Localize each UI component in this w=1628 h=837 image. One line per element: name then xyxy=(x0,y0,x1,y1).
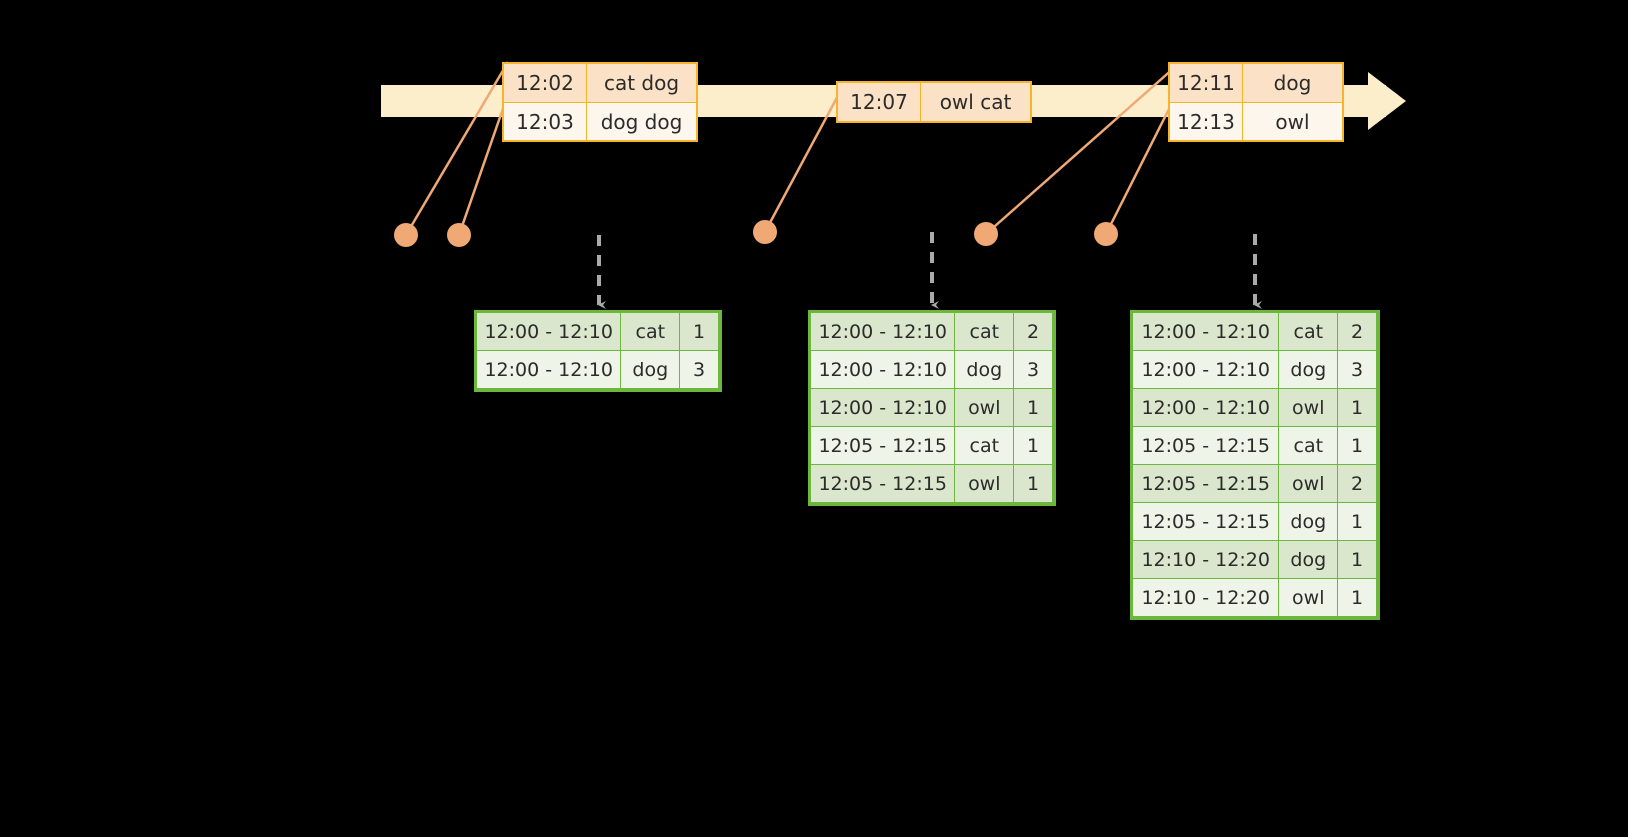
cell-key: dog xyxy=(1278,540,1339,579)
connector-5-line xyxy=(1104,102,1174,235)
event-value: owl cat xyxy=(921,83,1030,121)
event-value: owl xyxy=(1243,103,1342,140)
event-time: 12:07 xyxy=(838,83,921,121)
event-row: 12:02 cat dog xyxy=(504,64,696,102)
connector-4-dot xyxy=(974,222,998,246)
cell-count: 1 xyxy=(1337,540,1377,579)
cell-window: 12:05 - 12:15 xyxy=(1132,502,1280,541)
cell-key: owl xyxy=(1278,464,1339,503)
event-box-3: 12:11 dog 12:13 owl xyxy=(1168,62,1344,142)
event-value: dog dog xyxy=(587,103,696,140)
connector-3-dot xyxy=(753,220,777,244)
cell-key: cat xyxy=(1278,426,1339,465)
cell-window: 12:10 - 12:20 xyxy=(1132,578,1280,617)
cell-key: cat xyxy=(1278,312,1339,351)
cell-window: 12:00 - 12:10 xyxy=(476,350,622,389)
connector-2-dot xyxy=(447,223,471,247)
cell-window: 12:00 - 12:10 xyxy=(810,388,956,427)
event-time: 12:11 xyxy=(1170,64,1243,102)
cell-window: 12:00 - 12:10 xyxy=(1132,312,1280,351)
cell-count: 2 xyxy=(1337,464,1377,503)
cell-count: 1 xyxy=(1337,388,1377,427)
cell-count: 1 xyxy=(1013,464,1054,503)
event-box-1: 12:02 cat dog 12:03 dog dog xyxy=(502,62,698,142)
cell-key: owl xyxy=(954,388,1015,427)
event-value: dog xyxy=(1243,64,1342,102)
event-time: 12:02 xyxy=(504,64,587,102)
event-value: cat dog xyxy=(587,64,696,102)
event-row: 12:11 dog xyxy=(1170,64,1342,102)
cell-window: 12:00 - 12:10 xyxy=(476,312,622,351)
cell-key: cat xyxy=(954,312,1015,351)
event-box-2: 12:07 owl cat xyxy=(836,81,1032,123)
cell-count: 1 xyxy=(1337,426,1377,465)
cell-count: 1 xyxy=(1337,502,1377,541)
event-row: 12:03 dog dog xyxy=(504,102,696,140)
cell-count: 2 xyxy=(1337,312,1377,351)
cell-key: dog xyxy=(954,350,1015,389)
cell-window: 12:05 - 12:15 xyxy=(810,464,956,503)
cell-count: 3 xyxy=(1013,350,1054,389)
event-time: 12:13 xyxy=(1170,103,1243,140)
cell-key: owl xyxy=(954,464,1015,503)
cell-window: 12:00 - 12:10 xyxy=(810,350,956,389)
cell-key: dog xyxy=(620,350,681,389)
cell-window: 12:00 - 12:10 xyxy=(1132,350,1280,389)
cell-window: 12:10 - 12:20 xyxy=(1132,540,1280,579)
connector-1-dot xyxy=(394,223,418,247)
cell-key: cat xyxy=(620,312,681,351)
cell-key: owl xyxy=(1278,578,1339,617)
cell-window: 12:00 - 12:10 xyxy=(810,312,956,351)
cell-key: cat xyxy=(954,426,1015,465)
connector-2-line xyxy=(457,99,508,236)
cell-window: 12:00 - 12:10 xyxy=(1132,388,1280,427)
cell-count: 1 xyxy=(1337,578,1377,617)
event-row: 12:07 owl cat xyxy=(838,83,1030,121)
cell-window: 12:05 - 12:15 xyxy=(1132,426,1280,465)
event-time: 12:03 xyxy=(504,103,587,140)
cell-count: 3 xyxy=(679,350,720,389)
cell-key: dog xyxy=(1278,350,1339,389)
cell-key: dog xyxy=(1278,502,1339,541)
cell-count: 1 xyxy=(1013,388,1054,427)
connector-5-dot xyxy=(1094,222,1118,246)
cell-key: owl xyxy=(1278,388,1339,427)
cell-window: 12:05 - 12:15 xyxy=(1132,464,1280,503)
timeline-arrow-head-icon xyxy=(1368,72,1406,130)
cell-count: 3 xyxy=(1337,350,1377,389)
event-row: 12:13 owl xyxy=(1170,102,1342,140)
cell-count: 1 xyxy=(679,312,720,351)
cell-count: 1 xyxy=(1013,426,1054,465)
cell-count: 2 xyxy=(1013,312,1054,351)
cell-window: 12:05 - 12:15 xyxy=(810,426,956,465)
